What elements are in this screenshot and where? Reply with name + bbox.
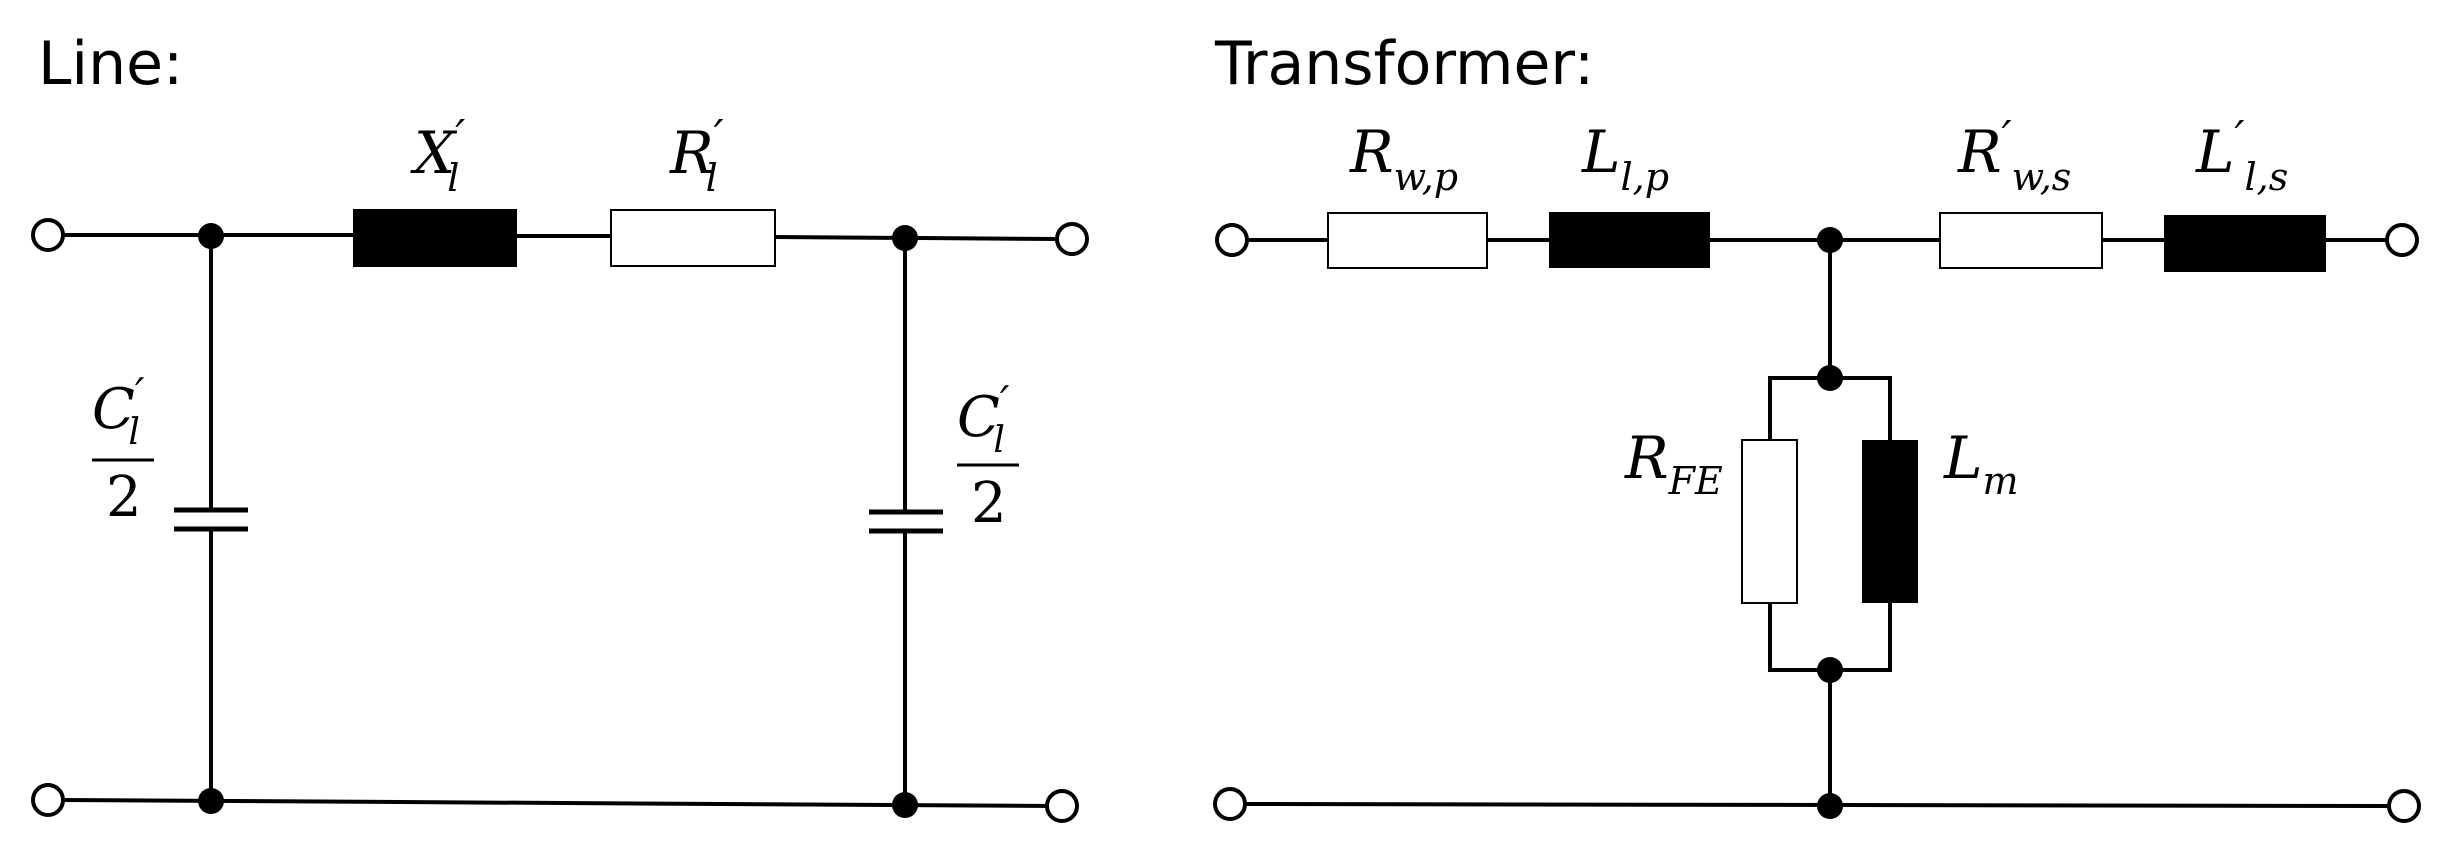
transformer-primary-resistor (1327, 212, 1488, 269)
line-left-capacitance-label: C′l 2 (92, 369, 154, 530)
transformer-secondary-resistance-label: R′w,s (1957, 112, 2071, 199)
line-title: Line: (38, 29, 183, 99)
line-node-bottom-left (198, 788, 224, 814)
transformer-primary-resistance-label: Rw,p (1349, 118, 1458, 199)
line-node-top-right (892, 225, 918, 251)
line-node-bottom-right (892, 792, 918, 818)
transformer-terminal-top-left (1215, 223, 1249, 257)
transformer-terminal-bottom-left (1213, 787, 1247, 821)
transformer-secondary-inductor (2164, 215, 2326, 272)
svg-text:C′l: C′l (957, 377, 1010, 461)
svg-text:2: 2 (106, 465, 142, 530)
transformer-magnetizing-label: Lm (1943, 424, 2019, 503)
transformer-magnetizing-inductor (1862, 440, 1918, 603)
line-resistance-label: R′l (669, 111, 724, 200)
line-reactance-label: X′l (410, 111, 465, 200)
line-series-inductor (353, 209, 517, 267)
transformer-primary-inductor (1549, 212, 1710, 268)
transformer-secondary-resistor (1939, 212, 2103, 269)
line-right-capacitance-label: C′l 2 (957, 377, 1019, 536)
line-terminal-top-left (31, 218, 65, 252)
transformer-node-bottom (1817, 793, 1843, 819)
transformer-bottom-wire (1242, 802, 2392, 808)
line-terminal-top-right (1055, 222, 1089, 256)
transformer-core-loss-resistor (1741, 439, 1798, 604)
transformer-terminal-bottom-right (2387, 789, 2421, 823)
transformer-circuit: Transformer: Rw,p Ll,p (1213, 29, 2421, 823)
line-terminal-bottom-left (31, 783, 65, 817)
line-terminal-bottom-right (1045, 789, 1079, 823)
transformer-terminal-top-right (2385, 223, 2419, 257)
line-circuit: Line: X′l R′l C′l (31, 29, 1089, 823)
transformer-node-shunt-top (1817, 365, 1843, 391)
svg-text:2: 2 (971, 471, 1007, 536)
line-node-top-left (198, 223, 224, 249)
svg-text:C′l: C′l (92, 369, 145, 453)
transformer-node-top (1817, 227, 1843, 253)
transformer-title: Transformer: (1214, 29, 1594, 99)
transformer-secondary-inductance-label: L′l,s (2195, 112, 2288, 199)
transformer-node-shunt-bottom (1817, 657, 1843, 683)
transformer-primary-inductance-label: Ll,p (1581, 118, 1669, 199)
line-series-resistor (610, 209, 776, 267)
transformer-core-loss-label: RFE (1624, 424, 1723, 503)
